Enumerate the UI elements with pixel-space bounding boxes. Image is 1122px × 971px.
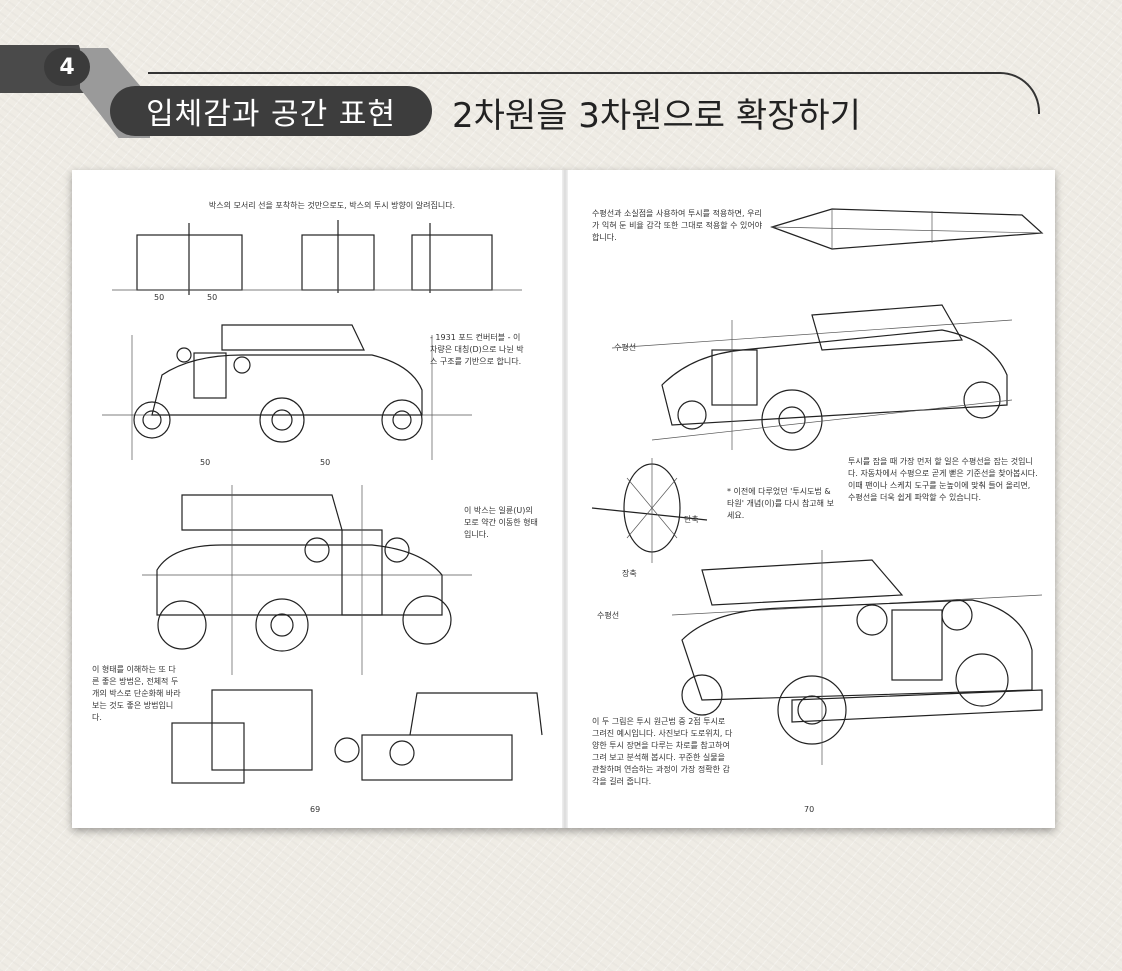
car-sketch-sedan-front <box>142 485 472 675</box>
box-mark-2: 50 <box>207 293 218 302</box>
chapter-number-badge: 4 <box>44 48 90 86</box>
car-sketch-rolls-perspective <box>671 550 1043 765</box>
right-label-major-axis: 장축 <box>622 569 637 578</box>
right-label-horizon-2: 수평선 <box>597 611 620 620</box>
chapter-subtitle: 2차원을 3차원으로 확장하기 <box>452 96 861 136</box>
left-page-number: 69 <box>310 805 321 814</box>
left-caption-bottom: 이 형태를 이해하는 또 다른 좋은 방법은, 전체적 두 개의 박스로 단순화… <box>92 665 181 722</box>
perspective-box-sketch <box>770 208 1044 250</box>
right-caption-bottom: 이 두 그림은 투시 원근법 중 2점 투시로 그려진 예시입니다. 사진보다 … <box>592 717 733 786</box>
car-sketch-ford-front <box>102 324 472 460</box>
car1-mark-2: 50 <box>320 458 331 467</box>
left-caption-car2: 이 박스는 일륜(U)의 모로 약간 이동한 형태입니다. <box>464 506 538 539</box>
book-gutter <box>562 170 568 828</box>
left-caption-top: 박스의 모서리 선을 포착하는 것만으로도, 박스의 투시 방향이 알려집니다. <box>208 201 456 210</box>
car1-mark-1: 50 <box>200 458 211 467</box>
box-sketches <box>112 220 522 295</box>
left-caption-car1: - 1931 포드 컨버터블 - 이 차량은 대칭(D)으로 나뉜 박스 구조를… <box>430 333 524 366</box>
open-book-spread: 박스의 모서리 선을 포착하는 것만으로도, 박스의 투시 방향이 알려집니다.… <box>72 170 1055 828</box>
right-caption-middle: 투시를 잡을 때 가장 먼저 할 일은 수평선을 잡는 것입니다. 자동차에서 … <box>848 457 1038 502</box>
right-caption-ellipse: * 이전에 다루었던 '투시도법 & 타원' 개념(이)를 다시 참고해 보세요… <box>727 487 834 520</box>
right-label-horizon-1: 수평선 <box>614 343 637 352</box>
right-page-number: 70 <box>804 805 815 814</box>
car-sketch-convertible-perspective <box>611 304 1013 451</box>
chapter-title-pill: 입체감과 공간 표현 <box>110 86 432 136</box>
box-mark-1: 50 <box>154 293 165 302</box>
right-label-minor-axis: 단축 <box>684 515 699 524</box>
ellipse-sketch <box>591 458 708 563</box>
right-caption-top: 수평선과 소실점을 사용하여 투시를 적용하면, 우리가 익혀 둔 비율 감각 … <box>592 209 763 242</box>
two-box-sketch <box>171 689 543 784</box>
